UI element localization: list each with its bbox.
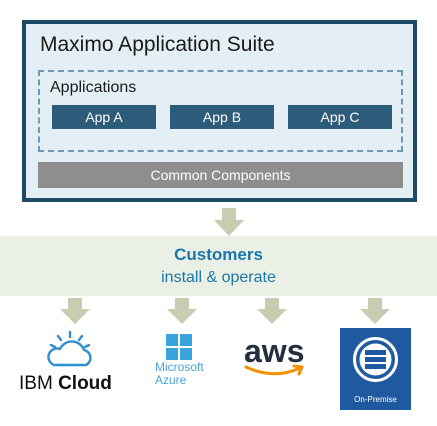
customers-title: Customers — [174, 245, 263, 264]
azure-line1: Microsoft — [155, 360, 204, 374]
app-c: App C — [288, 105, 392, 129]
ibm-cloud-suffix: Cloud — [58, 373, 112, 394]
ibm-cloud-wordmark: IBM Cloud — [19, 373, 112, 395]
windows-icon — [166, 334, 192, 360]
azure-wordmark: Microsoft Azure — [155, 361, 204, 387]
ibm-cloud-icon — [47, 330, 92, 367]
maximo-suite-box: Maximo Application Suite Applications Ap… — [22, 20, 417, 202]
down-arrow-icon — [214, 208, 244, 236]
aws-wordmark: aws — [244, 333, 305, 369]
app-a: App A — [52, 105, 156, 129]
applications-label: Applications — [50, 79, 137, 96]
down-arrow-icon — [167, 298, 197, 324]
azure-line2: Azure — [155, 373, 187, 387]
down-arrow-icon — [360, 298, 390, 324]
customers-band: Customers install & operate — [0, 236, 437, 296]
down-arrow-icon — [257, 298, 287, 324]
applications-group: Applications App A App B App C — [38, 70, 403, 152]
common-components-bar: Common Components — [38, 162, 403, 188]
on-premise-tile: On-Premise — [340, 328, 411, 410]
customers-subtitle: install & operate — [161, 269, 276, 286]
ibm-prefix: IBM — [19, 373, 53, 394]
on-premise-label: On-Premise — [354, 395, 397, 404]
aws-smile-icon — [244, 364, 304, 376]
suite-title: Maximo Application Suite — [40, 33, 275, 56]
down-arrow-icon — [60, 298, 90, 324]
server-icon — [353, 337, 398, 382]
app-b: App B — [170, 105, 274, 129]
